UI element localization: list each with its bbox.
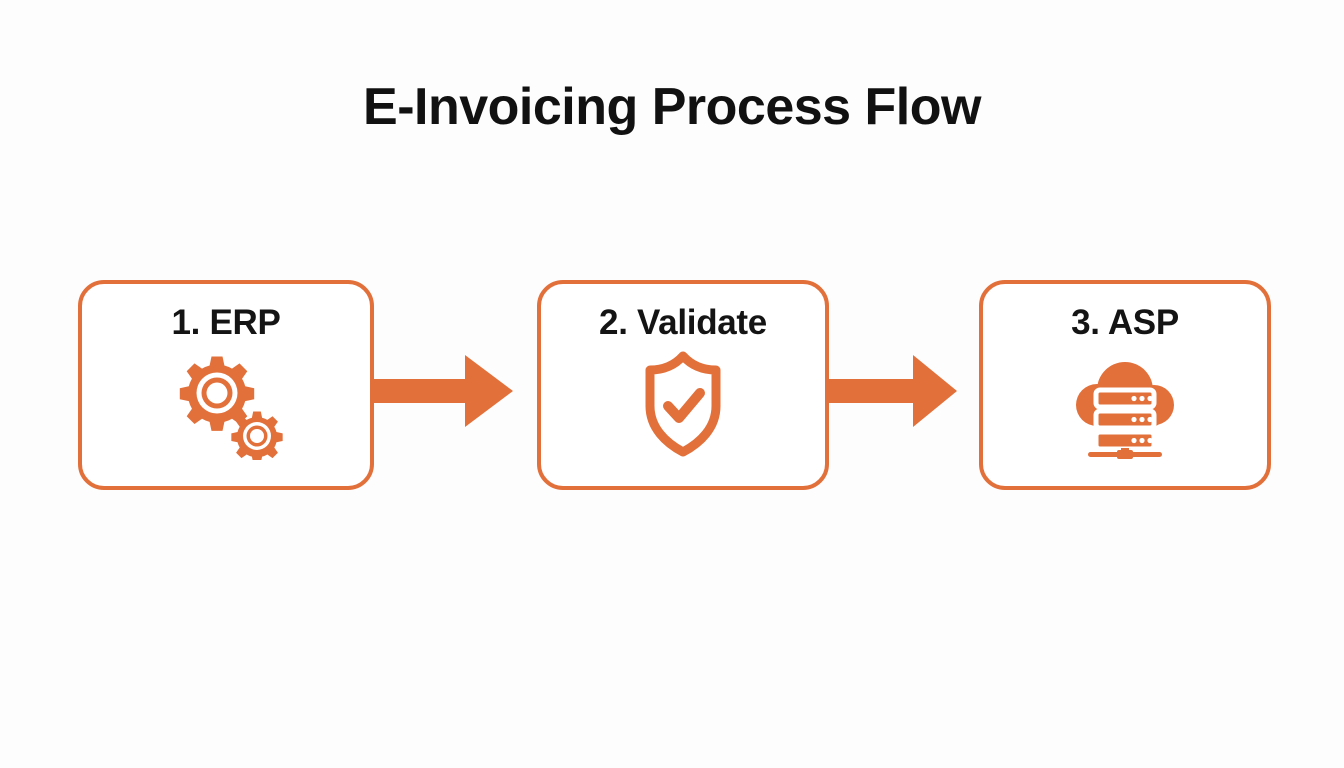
page-title: E-Invoicing Process Flow [363, 78, 981, 136]
process-step-asp[interactable]: 3. ASP [979, 280, 1271, 490]
shield-check-icon [624, 348, 742, 460]
process-flow: 1. ERP [0, 280, 1344, 492]
gears-icon [167, 348, 285, 460]
process-step-validate-label: 2. Validate [599, 303, 767, 342]
process-step-erp-label: 1. ERP [171, 303, 281, 342]
arrow-right-icon [373, 353, 513, 429]
arrow-right-icon [829, 353, 957, 429]
process-step-asp-label: 3. ASP [1071, 303, 1179, 342]
process-step-validate[interactable]: 2. Validate [537, 280, 829, 490]
cloud-server-icon [1066, 348, 1184, 460]
process-step-erp[interactable]: 1. ERP [78, 280, 374, 490]
